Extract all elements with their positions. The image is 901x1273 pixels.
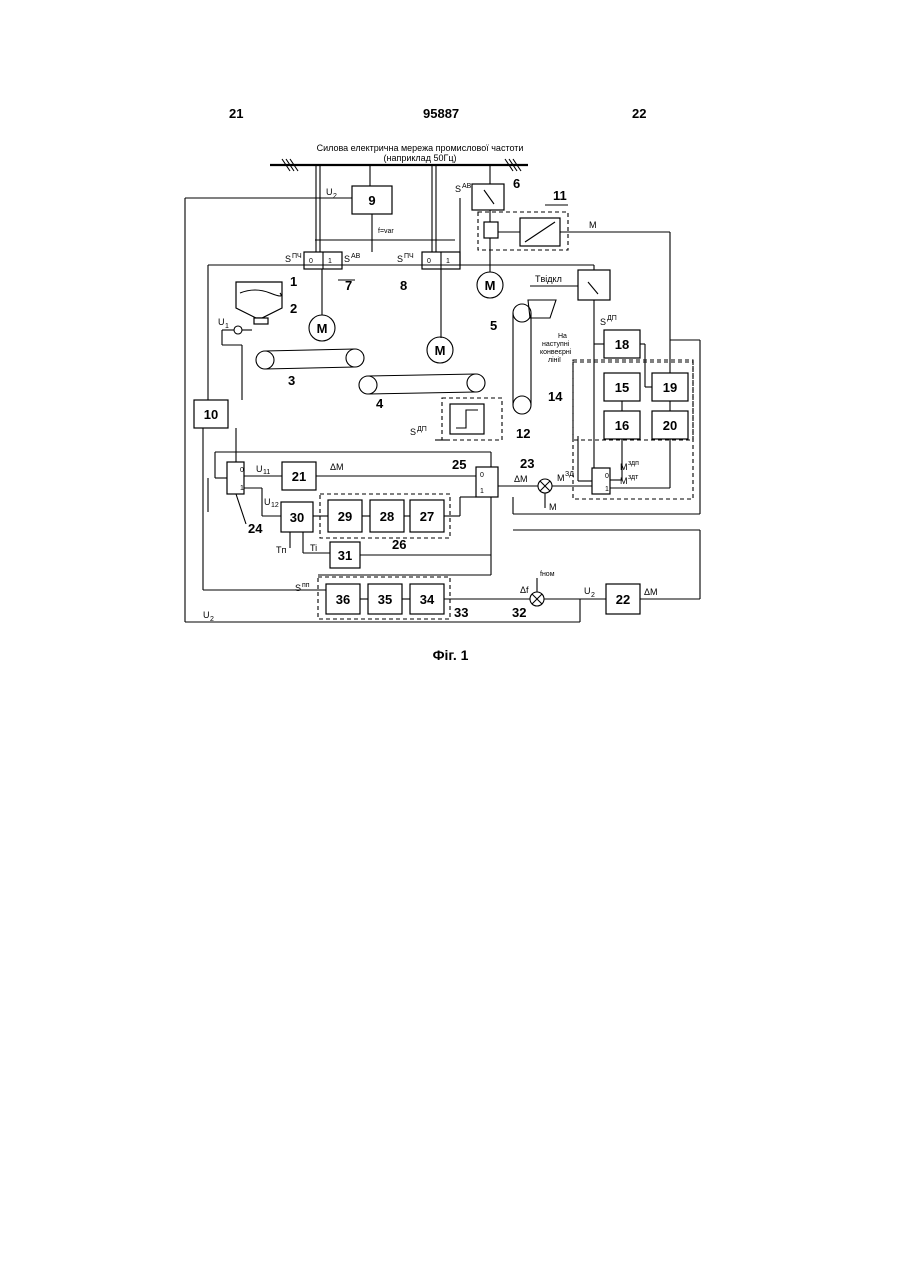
svg-text:ЗД: ЗД bbox=[565, 471, 574, 478]
svg-text:21: 21 bbox=[292, 469, 306, 484]
svg-text:0: 0 bbox=[240, 467, 244, 474]
callout-4: 4 bbox=[376, 396, 384, 411]
u2-signal: U bbox=[326, 187, 333, 197]
svg-text:31: 31 bbox=[338, 548, 352, 563]
svg-text:ПЧ: ПЧ bbox=[404, 253, 414, 260]
svg-text:10: 10 bbox=[204, 407, 218, 422]
svg-text:M: M bbox=[485, 278, 496, 293]
svg-text:1: 1 bbox=[446, 258, 450, 265]
delta-m-21-signal: ΔM bbox=[330, 462, 344, 472]
u11-signal: U bbox=[256, 464, 263, 474]
svg-text:0: 0 bbox=[427, 258, 431, 265]
svg-text:0: 0 bbox=[480, 472, 484, 479]
callout-25: 25 bbox=[452, 457, 466, 472]
svg-text:1: 1 bbox=[605, 486, 609, 493]
f-var-label: f=var bbox=[378, 228, 394, 235]
s-pch-signal: S bbox=[285, 254, 291, 264]
svg-text:ДП: ДП bbox=[417, 426, 427, 433]
callout-33: 33 bbox=[454, 605, 468, 620]
m-input-signal: M bbox=[549, 502, 557, 512]
s-dp-12-signal: S bbox=[410, 427, 416, 437]
svg-text:ПЧ: ПЧ bbox=[292, 253, 302, 260]
svg-text:12: 12 bbox=[271, 502, 279, 509]
callout-23: 23 bbox=[520, 456, 534, 471]
m-output-signal: M bbox=[589, 220, 597, 230]
callout-1: 1 bbox=[290, 274, 297, 289]
callout-14: 14 bbox=[548, 389, 563, 404]
svg-text:35: 35 bbox=[378, 592, 392, 607]
svg-text:ДП: ДП bbox=[607, 315, 617, 322]
callout-11: 11 bbox=[553, 188, 567, 203]
callout-12: 12 bbox=[516, 426, 530, 441]
ti-signal: Ti bbox=[310, 543, 317, 553]
svg-text:1: 1 bbox=[480, 488, 484, 495]
u12-signal: U bbox=[264, 497, 271, 507]
callout-26: 26 bbox=[392, 537, 406, 552]
svg-text:0: 0 bbox=[605, 473, 609, 480]
svg-text:19: 19 bbox=[663, 380, 677, 395]
to-next-lines: На наступні конвеєрні лінії bbox=[540, 333, 573, 364]
svg-text:2: 2 bbox=[591, 592, 595, 599]
svg-text:36: 36 bbox=[336, 592, 350, 607]
block-13 bbox=[578, 270, 610, 300]
block-6 bbox=[472, 184, 504, 210]
s-pp-signal: S bbox=[295, 583, 301, 593]
block-9-label: 9 bbox=[368, 193, 375, 208]
svg-text:30: 30 bbox=[290, 510, 304, 525]
svg-text:M: M bbox=[317, 321, 328, 336]
s-dp-13-signal: S bbox=[600, 317, 606, 327]
u1-signal: U bbox=[218, 317, 225, 327]
bunker-1 bbox=[236, 282, 282, 318]
svg-text:2: 2 bbox=[210, 616, 214, 623]
svg-text:29: 29 bbox=[338, 509, 352, 524]
svg-text:18: 18 bbox=[615, 337, 629, 352]
svg-text:здт: здт bbox=[628, 474, 639, 481]
delta-m-25-signal: ΔM bbox=[514, 474, 528, 484]
svg-text:20: 20 bbox=[663, 418, 677, 433]
f-nom-signal: fном bbox=[540, 571, 555, 578]
callout-2: 2 bbox=[290, 301, 297, 316]
svg-text:1: 1 bbox=[328, 258, 332, 265]
delta-f-signal: Δf bbox=[520, 585, 529, 595]
callout-6: 6 bbox=[513, 176, 520, 191]
svg-text:22: 22 bbox=[616, 592, 630, 607]
callout-5: 5 bbox=[490, 318, 497, 333]
network-title: Силова електрична мережа промислової час… bbox=[317, 143, 524, 153]
callout-8: 8 bbox=[400, 278, 407, 293]
svg-text:АВ: АВ bbox=[351, 253, 361, 260]
svg-text:АВ: АВ bbox=[462, 183, 472, 190]
s-av-signal: S bbox=[344, 254, 350, 264]
callout-32: 32 bbox=[512, 605, 526, 620]
block-diagram: Силова електрична мережа промислової час… bbox=[0, 0, 901, 700]
svg-text:здп: здп bbox=[628, 460, 639, 467]
s-pch2-signal: S bbox=[397, 254, 403, 264]
s-av6-signal: S bbox=[455, 184, 461, 194]
svg-text:11: 11 bbox=[263, 469, 270, 476]
svg-text:0: 0 bbox=[309, 258, 313, 265]
u2-22-signal: U bbox=[584, 586, 591, 596]
svg-text:1: 1 bbox=[225, 323, 229, 330]
block-12 bbox=[450, 404, 484, 434]
m-zdp-signal: M bbox=[620, 462, 628, 472]
svg-text:M: M bbox=[435, 343, 446, 358]
callout-3: 3 bbox=[288, 373, 295, 388]
delta-m-22-signal: ΔM bbox=[644, 587, 658, 597]
callout-24: 24 bbox=[248, 521, 263, 536]
t-vidkl-signal: Tвідкл bbox=[535, 274, 562, 284]
svg-text:15: 15 bbox=[615, 380, 629, 395]
svg-text:1: 1 bbox=[240, 485, 244, 492]
m-zd-signal: M bbox=[557, 473, 565, 483]
svg-text:2: 2 bbox=[333, 193, 337, 200]
u2-bottom-signal: U bbox=[203, 610, 210, 620]
svg-text:16: 16 bbox=[615, 418, 629, 433]
network-subtitle: (наприклад 50Гц) bbox=[384, 153, 457, 163]
tp-signal: Tп bbox=[276, 545, 286, 555]
svg-text:28: 28 bbox=[380, 509, 394, 524]
svg-text:пп: пп bbox=[302, 582, 310, 589]
figure-caption: Фіг. 1 bbox=[0, 647, 901, 663]
svg-text:34: 34 bbox=[420, 592, 435, 607]
m-zdt-signal: M bbox=[620, 476, 628, 486]
svg-text:27: 27 bbox=[420, 509, 434, 524]
